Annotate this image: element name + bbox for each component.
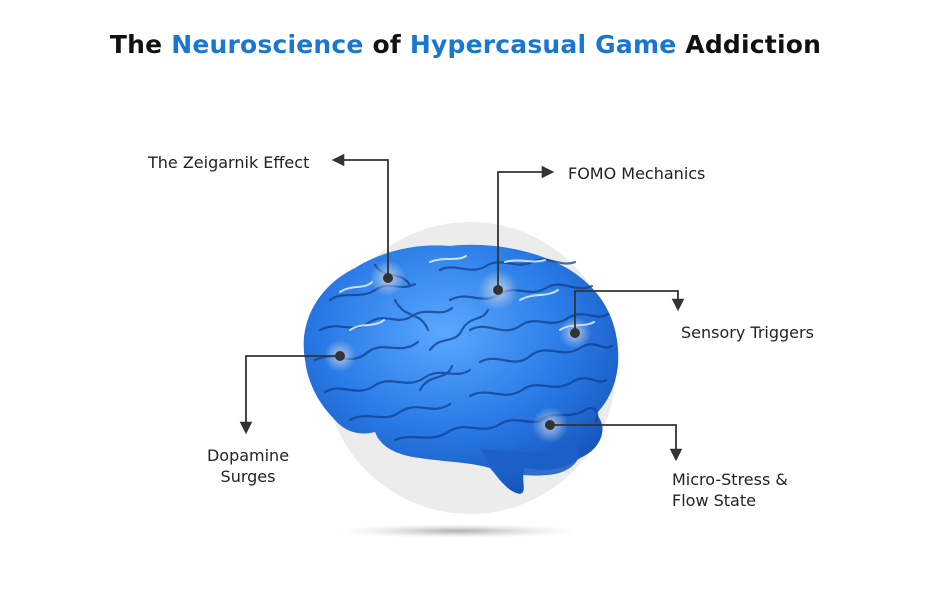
connector-fomo xyxy=(497,165,555,290)
label-dopamine-surges: Dopamine Surges xyxy=(196,445,300,487)
page-title: The Neuroscience of Hypercasual Game Add… xyxy=(0,30,931,59)
connector-microstress xyxy=(550,424,683,462)
title-part-5: Addiction xyxy=(676,30,822,59)
label-microstress-line-1: Micro-Stress & xyxy=(672,470,788,489)
title-highlight-hypercasual-game: Hypercasual Game xyxy=(409,30,677,59)
label-microstress-line-2: Flow State xyxy=(672,491,756,510)
connector-zeigarnik xyxy=(331,153,389,278)
hotspot-dopamine xyxy=(335,351,345,361)
title-part-1: The xyxy=(109,30,172,59)
label-micro-stress-flow-state: Micro-Stress & Flow State xyxy=(672,469,788,511)
brain-shadow xyxy=(338,524,578,538)
hotspot-fomo xyxy=(493,285,503,295)
label-dopamine-line-1: Dopamine xyxy=(206,446,290,465)
hotspot-microstress xyxy=(545,420,555,430)
label-zeigarnik-effect: The Zeigarnik Effect xyxy=(148,153,310,172)
brain-illustration xyxy=(303,244,619,494)
hotspot-dots xyxy=(335,273,580,430)
connector-sensory xyxy=(574,290,685,333)
title-highlight-neuroscience: Neuroscience xyxy=(171,30,364,59)
label-fomo-mechanics: FOMO Mechanics xyxy=(568,164,706,183)
connector-dopamine xyxy=(239,355,340,435)
title-part-3: of xyxy=(363,30,410,59)
label-sensory-triggers: Sensory Triggers xyxy=(681,323,814,342)
hotspot-zeigarnik xyxy=(383,273,393,283)
hotspot-sensory xyxy=(570,328,580,338)
connectors xyxy=(239,153,685,462)
label-dopamine-line-2: Surges xyxy=(220,467,276,486)
